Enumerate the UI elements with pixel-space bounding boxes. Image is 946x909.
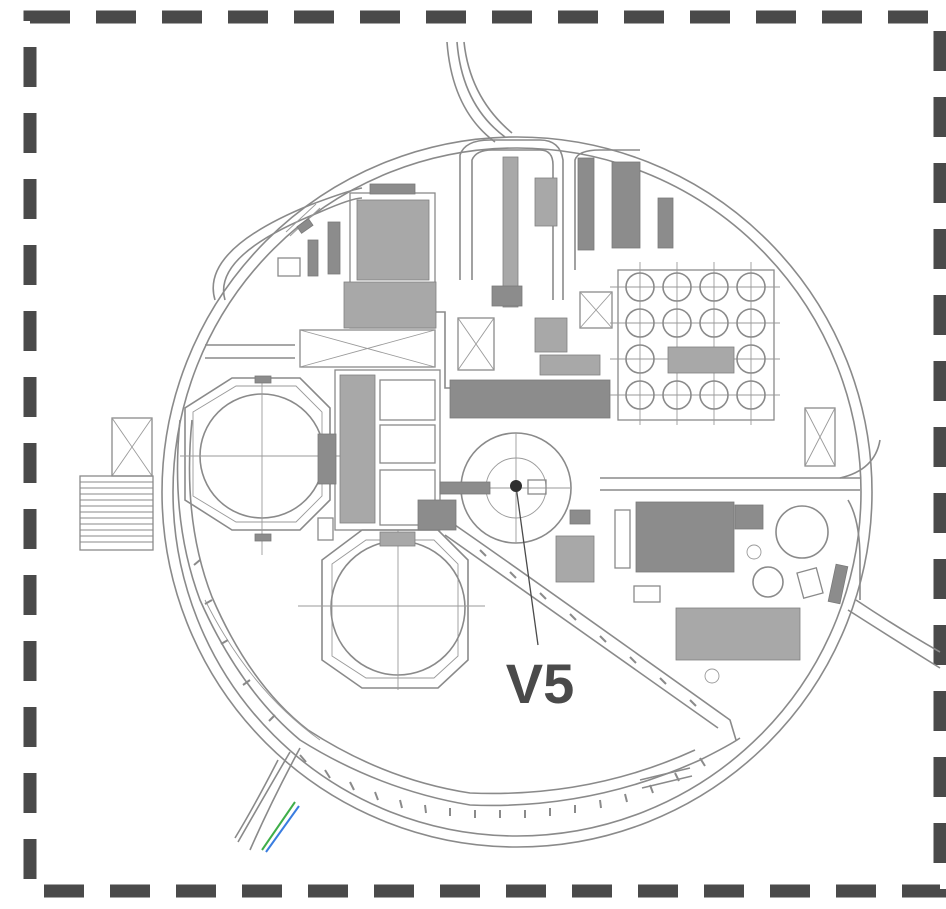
v5-callout: V5 — [506, 480, 575, 715]
north-process-area — [449, 156, 674, 419]
northwest-building — [277, 183, 437, 329]
central-building — [299, 329, 457, 541]
tank-west — [180, 375, 345, 555]
road-ticks — [193, 549, 706, 818]
central-circular-structure — [439, 432, 572, 544]
v5-marker-point — [510, 480, 522, 492]
v5-label: V5 — [506, 652, 575, 715]
dashed-frame — [23, 10, 946, 898]
tank-south — [298, 529, 485, 690]
left-entrance-block — [79, 417, 154, 551]
tank-farm — [610, 262, 836, 467]
southeast-buildings — [555, 501, 849, 789]
site-boundary — [161, 136, 873, 848]
access-roads — [234, 41, 941, 853]
